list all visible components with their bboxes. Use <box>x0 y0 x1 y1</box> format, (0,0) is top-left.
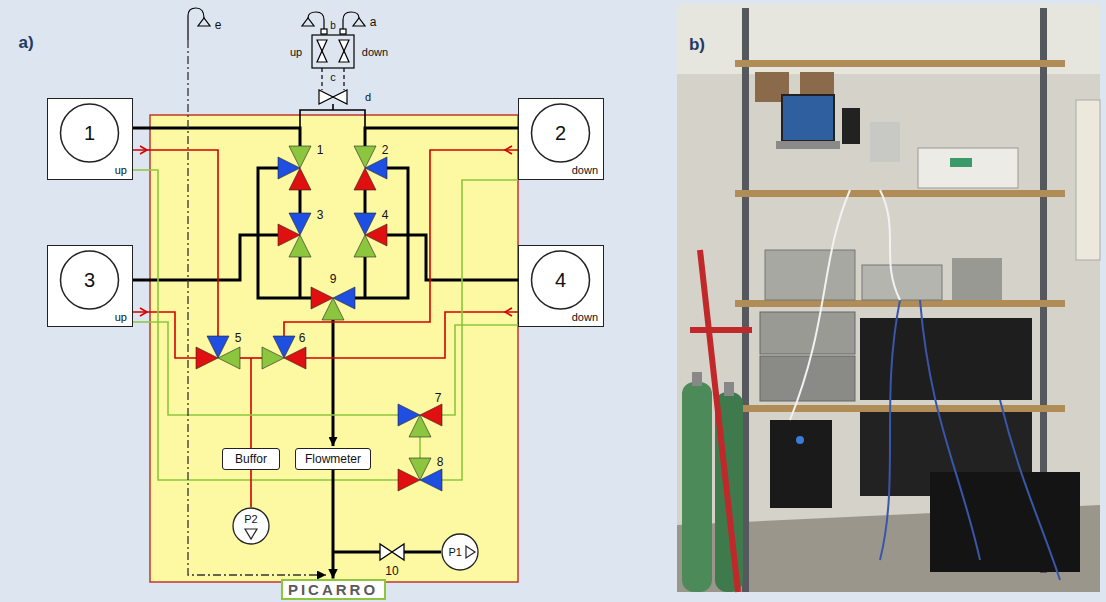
chamber-number: 3 <box>84 270 95 290</box>
component-box: Flowmeter <box>295 448 371 470</box>
pump-circle: P1 <box>441 533 479 571</box>
valve-number: 5 <box>235 332 242 344</box>
valve-number: 4 <box>382 209 389 221</box>
valve-number: 1 <box>317 144 324 156</box>
component-box: Buffor <box>222 448 280 470</box>
port-letter: a <box>370 16 377 28</box>
valve-number: 2 <box>382 144 389 156</box>
pump-symbol <box>232 507 270 545</box>
pipe-connector <box>332 470 335 579</box>
flow-direction: down <box>362 47 388 58</box>
valve-number: 6 <box>299 332 306 344</box>
chamber-number: 4 <box>555 270 566 290</box>
chamber-box: 1 up <box>47 98 133 180</box>
chamber-box: 2 down <box>518 98 604 180</box>
port-letter: d <box>365 92 371 103</box>
flow-direction: up <box>290 47 302 58</box>
bypass-pipes <box>133 170 518 480</box>
chamber-circle <box>61 104 119 162</box>
valve-number: 7 <box>435 392 442 404</box>
pump-direction <box>245 529 257 539</box>
calibration-unit <box>188 8 365 104</box>
flow-direction: up <box>115 312 127 323</box>
valve-number: 3 <box>317 209 324 221</box>
sample-pipes <box>133 128 518 552</box>
flow-direction: down <box>572 165 598 176</box>
panel-letter: b) <box>689 36 705 53</box>
analyzer-box: PICARRO <box>281 579 386 600</box>
valve-number: 8 <box>437 456 444 468</box>
flow-direction: down <box>572 312 598 323</box>
three-way-valves <box>196 146 442 491</box>
port-letter: c <box>330 72 336 83</box>
pump-label: P1 <box>449 547 462 558</box>
chamber-circle <box>532 251 590 309</box>
return-pipes <box>133 146 518 448</box>
pump-circle: P2 <box>232 507 270 545</box>
port-letter: e <box>215 19 222 31</box>
lab-photo <box>677 4 1100 592</box>
analyzer-name: PICARRO <box>288 582 378 597</box>
component-label: Flowmeter <box>305 453 361 465</box>
chamber-box: 3 up <box>47 245 133 327</box>
chamber-number: 2 <box>555 123 566 143</box>
manifold-panel <box>150 115 518 582</box>
component-label: Buffor <box>235 453 267 465</box>
pump-outline <box>233 508 269 544</box>
pump-label: P2 <box>244 514 257 525</box>
calibration-lines <box>300 104 365 128</box>
chamber-number: 1 <box>84 123 95 143</box>
valve-number: 9 <box>330 273 337 285</box>
valve-number: 10 <box>385 565 398 577</box>
needle-valve <box>380 544 404 560</box>
pump-outline <box>442 534 478 570</box>
chamber-box: 4 down <box>518 245 604 327</box>
panel-letter: a) <box>18 34 33 51</box>
ambient-line <box>188 40 326 575</box>
flow-direction: up <box>115 165 127 176</box>
port-letter: b <box>330 21 336 31</box>
chamber-circle <box>61 251 119 309</box>
pump-direction <box>466 546 475 558</box>
pipe-connector <box>250 470 252 507</box>
chamber-circle <box>532 104 590 162</box>
